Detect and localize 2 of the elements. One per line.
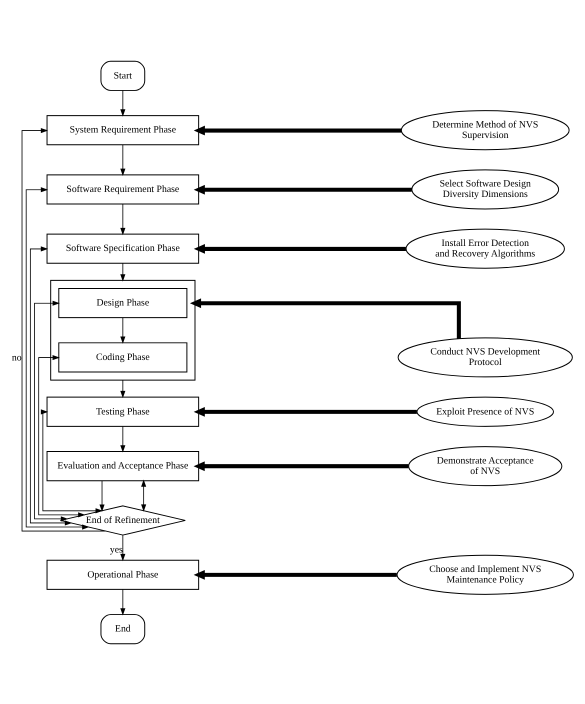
edge-label: yes — [110, 544, 123, 556]
edge-label: no — [12, 352, 22, 363]
